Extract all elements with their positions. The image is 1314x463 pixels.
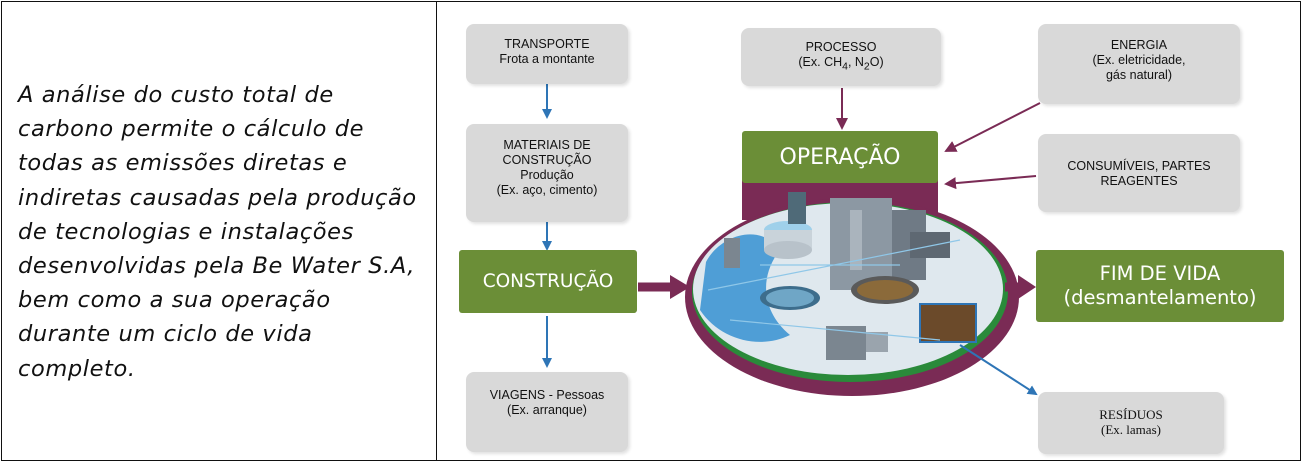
materiais-line1: MATERIAIS DE [503,138,591,152]
operacao-label: OPERAÇÃO [779,144,901,170]
box-viagens: VIAGENS - Pessoas (Ex. arranque) [466,372,628,452]
consumiveis-line2: REAGENTES [1100,174,1178,188]
stage-operacao: OPERAÇÃO [742,131,938,183]
arrow-energia-to-operacao [944,102,1041,152]
materiais-line3: Produção [520,168,574,182]
stage-fim-de-vida: FIM DE VIDA (desmantelamento) [1036,250,1284,322]
box-processo: PROCESSO (Ex. CH4, N2O) [741,28,941,86]
energia-title: ENERGIA [1110,38,1168,52]
energia-line2: (Ex. eletricidade, [1092,53,1186,67]
column-divider [436,1,437,461]
construcao-label: CONSTRUÇÃO [482,271,614,292]
transporte-title: TRANSPORTE [504,37,590,51]
arrow-plant-to-residuos [959,344,1038,396]
materiais-line2: CONSTRUÇÃO [502,153,592,167]
processo-sub: (Ex. CH4, N2O) [798,55,884,73]
viagens-title: VIAGENS - Pessoas [489,388,605,402]
fim-line1: FIM DE VIDA [1099,262,1221,285]
stage-construcao: CONSTRUÇÃO [459,250,637,313]
residuos-sub: (Ex. lamas) [1101,422,1161,437]
viagens-sub: (Ex. arranque) [507,403,587,417]
arrow-consumiveis-to-operacao [944,175,1037,190]
description-text: A análise do custo total de carbono perm… [18,82,417,382]
box-transporte: TRANSPORTE Frota a montante [466,24,628,84]
fim-line2: (desmantelamento) [1063,286,1257,309]
treatment-plant-illustration [685,192,1019,396]
box-consumiveis: CONSUMÍVEIS, PARTES REAGENTES [1038,134,1240,212]
materiais-line4: (Ex. aço, cimento) [496,183,598,197]
processo-title: PROCESSO [805,40,877,54]
residuos-title: RESÍDUOS [1099,407,1163,422]
box-energia: ENERGIA (Ex. eletricidade, gás natural) [1038,24,1240,104]
box-materiais: MATERIAIS DE CONSTRUÇÃO Produção (Ex. aç… [466,124,628,222]
consumiveis-line1: CONSUMÍVEIS, PARTES [1067,159,1211,173]
energia-line3: gás natural) [1105,68,1172,82]
transporte-sub: Frota a montante [499,52,595,66]
box-residuos: RESÍDUOS (Ex. lamas) [1038,392,1224,454]
